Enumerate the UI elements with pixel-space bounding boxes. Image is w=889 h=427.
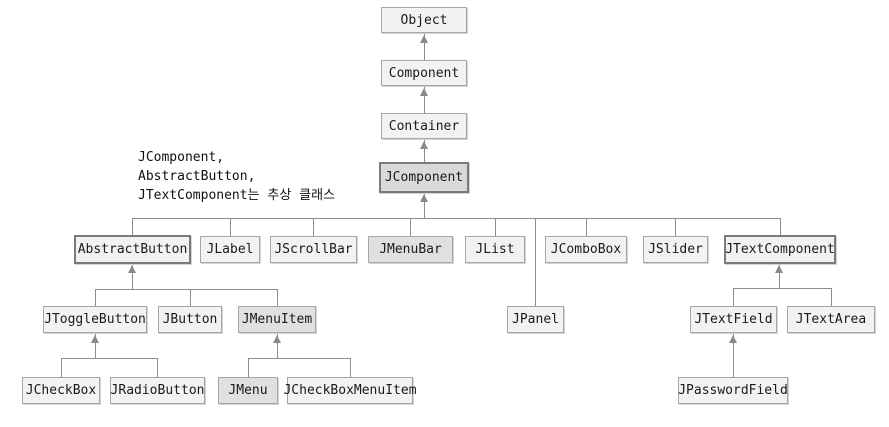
node-jpasswordfield: JPasswordField [678, 377, 788, 404]
connector [424, 34, 425, 60]
connector [230, 218, 231, 236]
connector [61, 358, 62, 377]
node-jradiobutton: JRadioButton [110, 377, 205, 404]
connector [61, 358, 157, 359]
arrowhead-icon [420, 141, 428, 149]
node-jlist: JList [465, 236, 525, 263]
node-jscrollbar: JScrollBar [270, 236, 357, 263]
note-line-1: JComponent, [138, 150, 225, 165]
node-jmenubar: JMenuBar [368, 236, 453, 263]
node-jcomponent: JComponent [379, 162, 469, 193]
connector [779, 264, 780, 288]
node-component: Component [381, 60, 467, 86]
connector [780, 218, 781, 236]
connector [733, 288, 734, 306]
node-jmenu: JMenu [218, 377, 278, 404]
connector [248, 358, 249, 377]
connector [733, 288, 831, 289]
connector [424, 193, 425, 218]
connector [95, 289, 277, 290]
connector [495, 218, 496, 236]
arrowhead-icon [420, 35, 428, 43]
node-jslider: JSlider [643, 236, 708, 263]
connector [675, 218, 676, 236]
node-jtogglebutton: JToggleButton [43, 306, 147, 333]
node-jpanel: JPanel [507, 306, 564, 333]
node-jtextarea: JTextArea [787, 306, 875, 333]
node-jmenuitem: JMenuItem [238, 306, 316, 333]
connector [95, 334, 96, 358]
connector [248, 358, 350, 359]
note-line-3: JTextComponent는 추상 클래스 [138, 188, 335, 203]
arrowhead-icon [128, 265, 136, 273]
connector [277, 334, 278, 358]
connector [535, 218, 536, 306]
connector [277, 289, 278, 306]
connector [350, 358, 351, 377]
connector [313, 218, 314, 236]
connector [586, 218, 587, 236]
node-jtextfield: JTextField [690, 306, 777, 333]
connector [190, 289, 191, 306]
node-jtextcomponent: JTextComponent [724, 235, 836, 264]
node-jbutton: JButton [158, 306, 222, 333]
node-jlabel: JLabel [200, 236, 260, 263]
arrowhead-icon [273, 335, 281, 343]
node-object: Object [381, 7, 467, 33]
node-jcheckboxmenuitem: JCheckBoxMenuItem [283, 377, 417, 404]
arrowhead-icon [420, 88, 428, 96]
connector [424, 140, 425, 162]
arrowhead-icon [729, 335, 737, 343]
connector [132, 264, 133, 289]
connector [410, 218, 411, 236]
node-jcombobox: JComboBox [545, 236, 627, 263]
arrowhead-icon [420, 194, 428, 202]
connector [424, 87, 425, 113]
connector [831, 288, 832, 306]
node-jcheckbox: JCheckBox [22, 377, 100, 404]
note-line-2: AbstractButton, [138, 169, 256, 184]
connector [157, 358, 158, 377]
arrowhead-icon [775, 265, 783, 273]
node-container: Container [381, 113, 467, 139]
abstract-class-note: JComponent, AbstractButton, JTextComponent… [138, 148, 335, 205]
arrowhead-icon [91, 335, 99, 343]
connector [733, 334, 734, 378]
node-abstractbutton: AbstractButton [74, 235, 191, 264]
connector [132, 218, 780, 219]
connector [132, 218, 133, 236]
connector [95, 289, 96, 306]
